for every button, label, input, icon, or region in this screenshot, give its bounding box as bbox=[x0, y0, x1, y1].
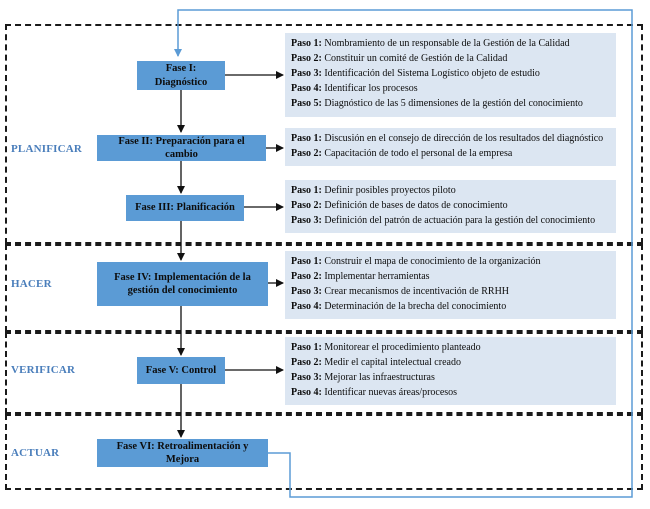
steps-panel-fase2: Paso 1: Discusión en el consejo de direc… bbox=[285, 128, 616, 166]
phase-box-preparacion: Fase II: Preparación para el cambio bbox=[97, 135, 266, 161]
section-actuar-frame bbox=[5, 414, 643, 490]
feedback-loop-line bbox=[174, 9, 633, 498]
step-item: Paso 3: Definición del patrón de actuaci… bbox=[291, 215, 596, 226]
phase-title: Fase VI: Retroalimentación y Mejora bbox=[116, 440, 249, 465]
section-label-hacer: HACER bbox=[11, 278, 52, 290]
steps-panel-fase1: Paso 1: Nombramiento de un responsable d… bbox=[285, 33, 616, 117]
phase-title-line2: gestión del conocimiento bbox=[127, 285, 238, 296]
section-hacer-frame bbox=[5, 244, 643, 332]
step-item: Paso 3: Mejorar las infraestructuras bbox=[291, 372, 435, 383]
step-item: Paso 3: Identificación del Sistema Logís… bbox=[291, 68, 540, 79]
step-item: Paso 5: Diagnóstico de las 5 dimensiones… bbox=[291, 98, 583, 109]
step-item: Paso 2: Implementar herramientas bbox=[291, 271, 430, 282]
step-item: Paso 3: Crear mecanismos de incentivació… bbox=[291, 286, 510, 297]
section-verificar-frame bbox=[5, 332, 643, 414]
phase-box-retroalimentacion: Fase VI: Retroalimentación y Mejora bbox=[97, 439, 268, 467]
section-label-planificar: PLANIFICAR bbox=[11, 143, 83, 155]
step-item: Paso 4: Determinación de la brecha del c… bbox=[291, 301, 507, 312]
step-item: Paso 4: Identificar nuevas áreas/proceso… bbox=[291, 387, 458, 398]
steps-panel-fase4: Paso 1: Construir el mapa de conocimient… bbox=[285, 251, 616, 319]
section-planificar-frame bbox=[5, 24, 643, 244]
phase-title-line1: Fase IV: Implementación de la bbox=[114, 271, 251, 283]
section-label-verificar: VERIFICAR bbox=[11, 364, 76, 376]
step-item: Paso 2: Medir el capital intelectual cre… bbox=[291, 357, 461, 368]
steps-panel-fase5: Paso 1: Monitorear el procedimiento plan… bbox=[285, 337, 616, 405]
phase-box-planificacion: Fase III: Planificación bbox=[126, 195, 244, 221]
phase-title: Fase V: Control bbox=[145, 364, 217, 376]
step-item: Paso 1: Monitorear el procedimiento plan… bbox=[291, 342, 481, 353]
step-item: Paso 1: Definir posibles proyectos pilot… bbox=[291, 185, 456, 196]
steps-panel-fase3: Paso 1: Definir posibles proyectos pilot… bbox=[285, 180, 616, 233]
phase-box-control: Fase V: Control bbox=[137, 357, 225, 384]
step-item: Paso 1: Nombramiento de un responsable d… bbox=[291, 38, 570, 49]
step-item: Paso 1: Construir el mapa de conocimient… bbox=[291, 256, 541, 267]
phase-title: Fase II: Preparación para el cambio bbox=[118, 135, 245, 160]
phase-box-implementacion: Fase IV: Implementación de la gestión de… bbox=[97, 262, 268, 306]
step-item: Paso 4: Identificar los procesos bbox=[291, 83, 418, 94]
phase-title: Fase I: Diagnóstico bbox=[154, 63, 208, 88]
step-item: Paso 2: Capacitación de todo el personal… bbox=[291, 148, 513, 159]
step-item: Paso 1: Discusión en el consejo de direc… bbox=[291, 133, 604, 144]
step-item: Paso 2: Definición de bases de datos de … bbox=[291, 200, 508, 211]
phase-title: Fase III: Planificación bbox=[135, 202, 235, 214]
step-item: Paso 2: Constituir un comité de Gestión … bbox=[291, 53, 508, 64]
section-label-actuar: ACTUAR bbox=[11, 447, 60, 459]
phase-box-diagnostico: Fase I: Diagnóstico bbox=[137, 61, 225, 90]
